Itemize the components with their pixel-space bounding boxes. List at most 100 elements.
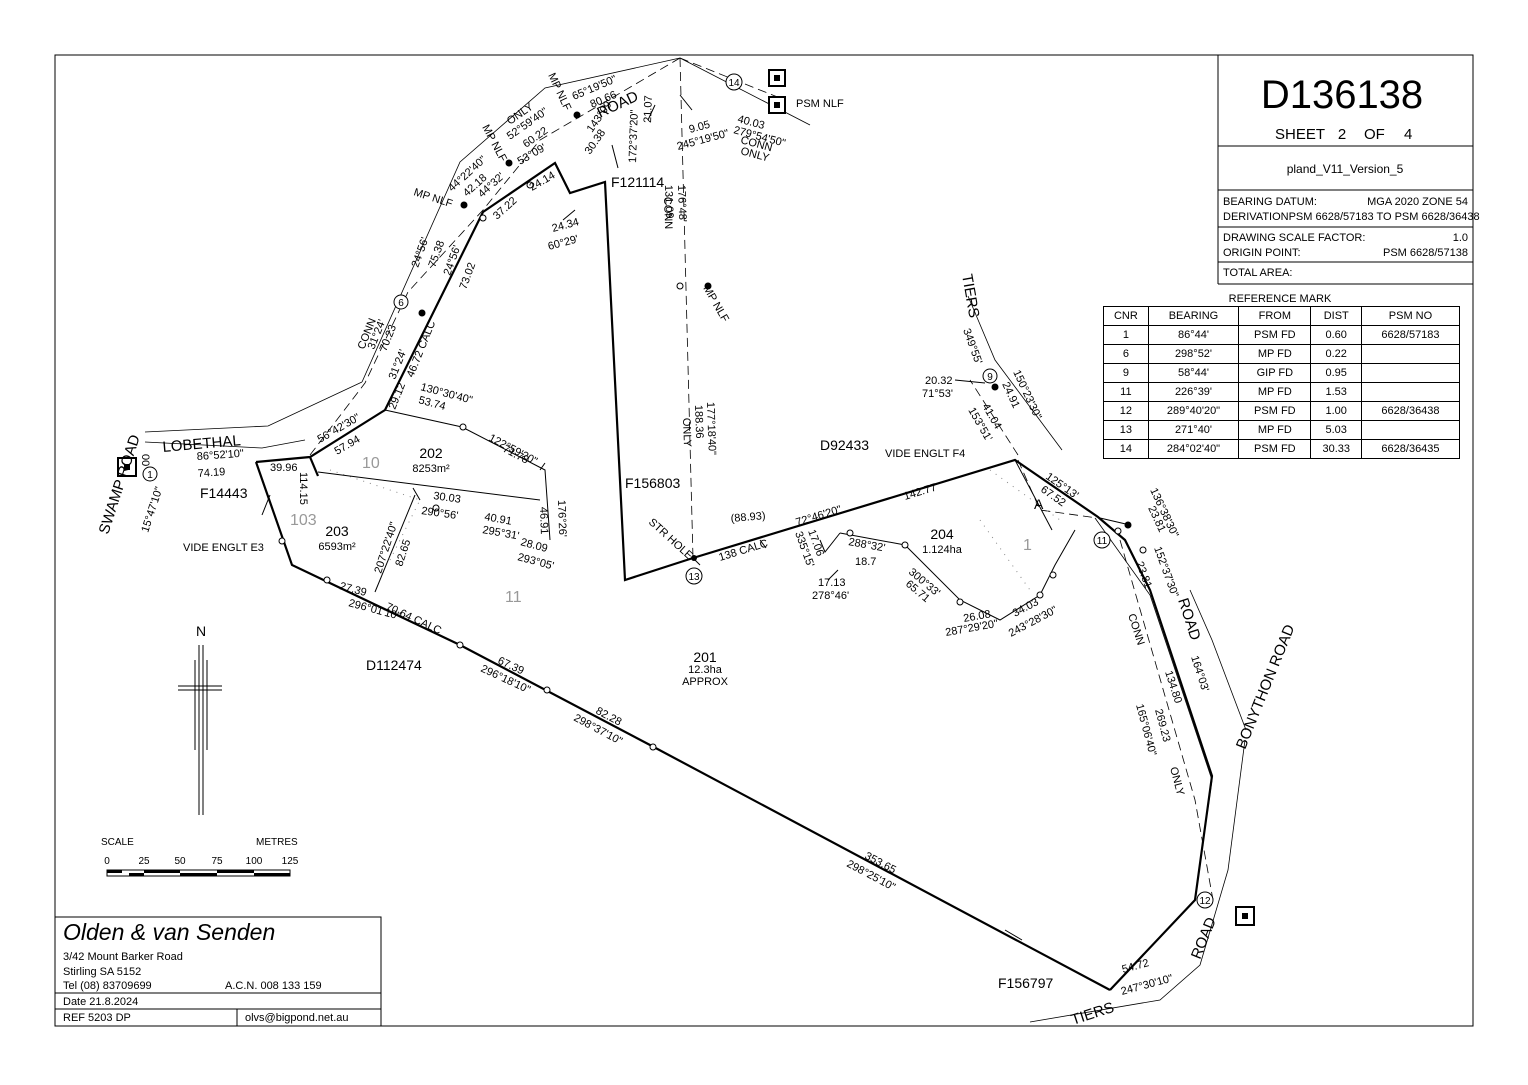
parcel-labels: D92433 VIDE ENGLT F4 F121114 F156803 F14… bbox=[183, 98, 1053, 991]
dim-label: MP NLF bbox=[545, 71, 573, 113]
road-right: ROAD bbox=[1174, 596, 1204, 643]
dim-label: 60°29' bbox=[547, 233, 580, 253]
table-cell: 0.22 bbox=[1310, 344, 1362, 364]
ref-header-cnr: CNR bbox=[1103, 306, 1149, 326]
dim-label: 131.09 bbox=[662, 185, 675, 219]
dim-label: 20.32 bbox=[925, 375, 953, 387]
north-arrow: N bbox=[178, 623, 222, 815]
dim-label: 172°37'20" bbox=[627, 109, 641, 163]
surveyor-address2: Stirling SA 5152 bbox=[63, 966, 141, 978]
dim-label: 30.38 bbox=[583, 127, 609, 156]
table-cell: MP FD bbox=[1238, 344, 1312, 364]
survey-mark-dots bbox=[418, 111, 1132, 561]
table-cell: 1.00 bbox=[1310, 401, 1362, 421]
ghost-lot-1: 1 bbox=[1023, 537, 1032, 554]
scale-tick-125: 125 bbox=[282, 856, 299, 867]
table-cell: 14 bbox=[1103, 439, 1149, 459]
ghost-lot-103: 103 bbox=[290, 512, 317, 529]
dim-label: 24.34 bbox=[551, 216, 581, 235]
dim-label: 17.13 bbox=[818, 577, 846, 589]
road-tiers-bottom: TIERS bbox=[1069, 999, 1116, 1029]
psm-nlf-label: PSM NLF bbox=[796, 98, 844, 110]
lot-204-area: 1.124ha bbox=[922, 544, 963, 556]
table-cell: MP FD bbox=[1238, 420, 1312, 440]
ref-header-from: FROM bbox=[1238, 306, 1312, 326]
table-cell: 30.33 bbox=[1310, 439, 1362, 459]
table-cell: PSM FD bbox=[1238, 401, 1312, 421]
dim-label: 207°22'40" bbox=[372, 521, 400, 575]
parcel-f14443: F14443 bbox=[200, 485, 248, 501]
ref-header-psm: PSM NO bbox=[1360, 306, 1461, 326]
dim-label: 00 bbox=[139, 454, 151, 466]
dim-label: 21.07 bbox=[642, 95, 655, 123]
surveyor-name: Olden & van Senden bbox=[63, 919, 275, 945]
dim-label: 82.65 bbox=[393, 538, 413, 568]
table-cell: 13 bbox=[1103, 420, 1149, 440]
table-cell: 6628/36435 bbox=[1360, 439, 1461, 459]
surveyor-address1: 3/42 Mount Barker Road bbox=[63, 951, 183, 963]
parcel-f156797: F156797 bbox=[998, 975, 1053, 991]
road-bottom: ROAD bbox=[1188, 915, 1220, 962]
surveyor-email: olvs@bigpond.net.au bbox=[245, 1012, 349, 1024]
surveyor-acn: A.C.N. 008 133 159 bbox=[225, 980, 322, 992]
parcel-d112474: D112474 bbox=[366, 657, 422, 673]
table-cell: 5.03 bbox=[1310, 420, 1362, 440]
dashed-alignment-lines bbox=[309, 57, 1214, 901]
lot-203: 203 bbox=[325, 523, 349, 539]
surveyor-tel: Tel (08) 83709699 bbox=[63, 980, 152, 992]
road-reserve-lines bbox=[144, 57, 1247, 1023]
table-cell: MP FD bbox=[1238, 382, 1312, 402]
origin-value: PSM 6628/57138 bbox=[1383, 247, 1468, 259]
table-cell bbox=[1360, 344, 1461, 364]
dim-label: 152°37'30" bbox=[1151, 545, 1181, 599]
sheet-number: 2 bbox=[1338, 126, 1346, 143]
dim-label: 24.14 bbox=[528, 169, 558, 193]
dim-label: 142.77 bbox=[902, 482, 938, 503]
parcel-boundary bbox=[254, 161, 1214, 991]
table-cell: 226°39' bbox=[1147, 382, 1240, 402]
dim-label: 57.94 bbox=[333, 433, 363, 457]
scale-factor-label: DRAWING SCALE FACTOR: bbox=[1223, 232, 1365, 244]
corner-14: 14 bbox=[728, 78, 740, 89]
psm-marker-12 bbox=[1235, 906, 1255, 926]
version-label: pland_V11_Version_5 bbox=[1287, 162, 1404, 176]
table-cell: PSM FD bbox=[1238, 439, 1312, 459]
scale-tick-0: 0 bbox=[104, 856, 110, 867]
dim-label: 188.36 bbox=[692, 405, 705, 439]
dim-label: MP NLF bbox=[700, 284, 731, 325]
dim-label: CONN bbox=[661, 197, 674, 230]
ref-header-bearing: BEARING bbox=[1147, 306, 1240, 326]
dim-label: 114.15 bbox=[297, 472, 309, 505]
easement-a: A bbox=[1034, 496, 1044, 512]
dim-label: 46.72 CALC bbox=[405, 319, 439, 379]
dim-label: 293°05' bbox=[516, 551, 555, 572]
dim-label: 37.22 bbox=[491, 195, 519, 222]
dim-label: 290°56' bbox=[421, 505, 459, 522]
dim-label: 71°53' bbox=[922, 388, 953, 400]
dim-label: 86°52'10" bbox=[196, 448, 244, 463]
sheet-border bbox=[54, 54, 1474, 1027]
road-swamp: SWAMP ROAD bbox=[96, 433, 144, 537]
dim-label: 15°47'10" bbox=[139, 485, 165, 534]
lot-201-area: 12.3ha bbox=[688, 664, 723, 676]
table-cell: 12 bbox=[1103, 401, 1149, 421]
table-cell: GIP FD bbox=[1238, 363, 1312, 383]
psm-marker-14b bbox=[768, 96, 786, 114]
table-cell: 0.60 bbox=[1310, 325, 1362, 345]
bearing-datum-value: MGA 2020 ZONE 54 bbox=[1367, 196, 1468, 208]
road-labels: LOBETHAL SWAMP ROAD ROAD TIERS ROAD BONY… bbox=[96, 88, 1299, 1029]
scale-tick-25: 25 bbox=[138, 856, 150, 867]
dim-label: 23.81 bbox=[1133, 560, 1154, 590]
corner-numbers: 1 6 9 11 12 13 14 bbox=[147, 78, 1211, 907]
dim-label: 40.91 bbox=[483, 511, 512, 528]
parcel-f156803: F156803 bbox=[625, 475, 680, 491]
table-cell: 271°40' bbox=[1147, 420, 1240, 440]
parcel-vide-f4: VIDE ENGLT F4 bbox=[885, 448, 965, 460]
table-cell: 298°52' bbox=[1147, 344, 1240, 364]
